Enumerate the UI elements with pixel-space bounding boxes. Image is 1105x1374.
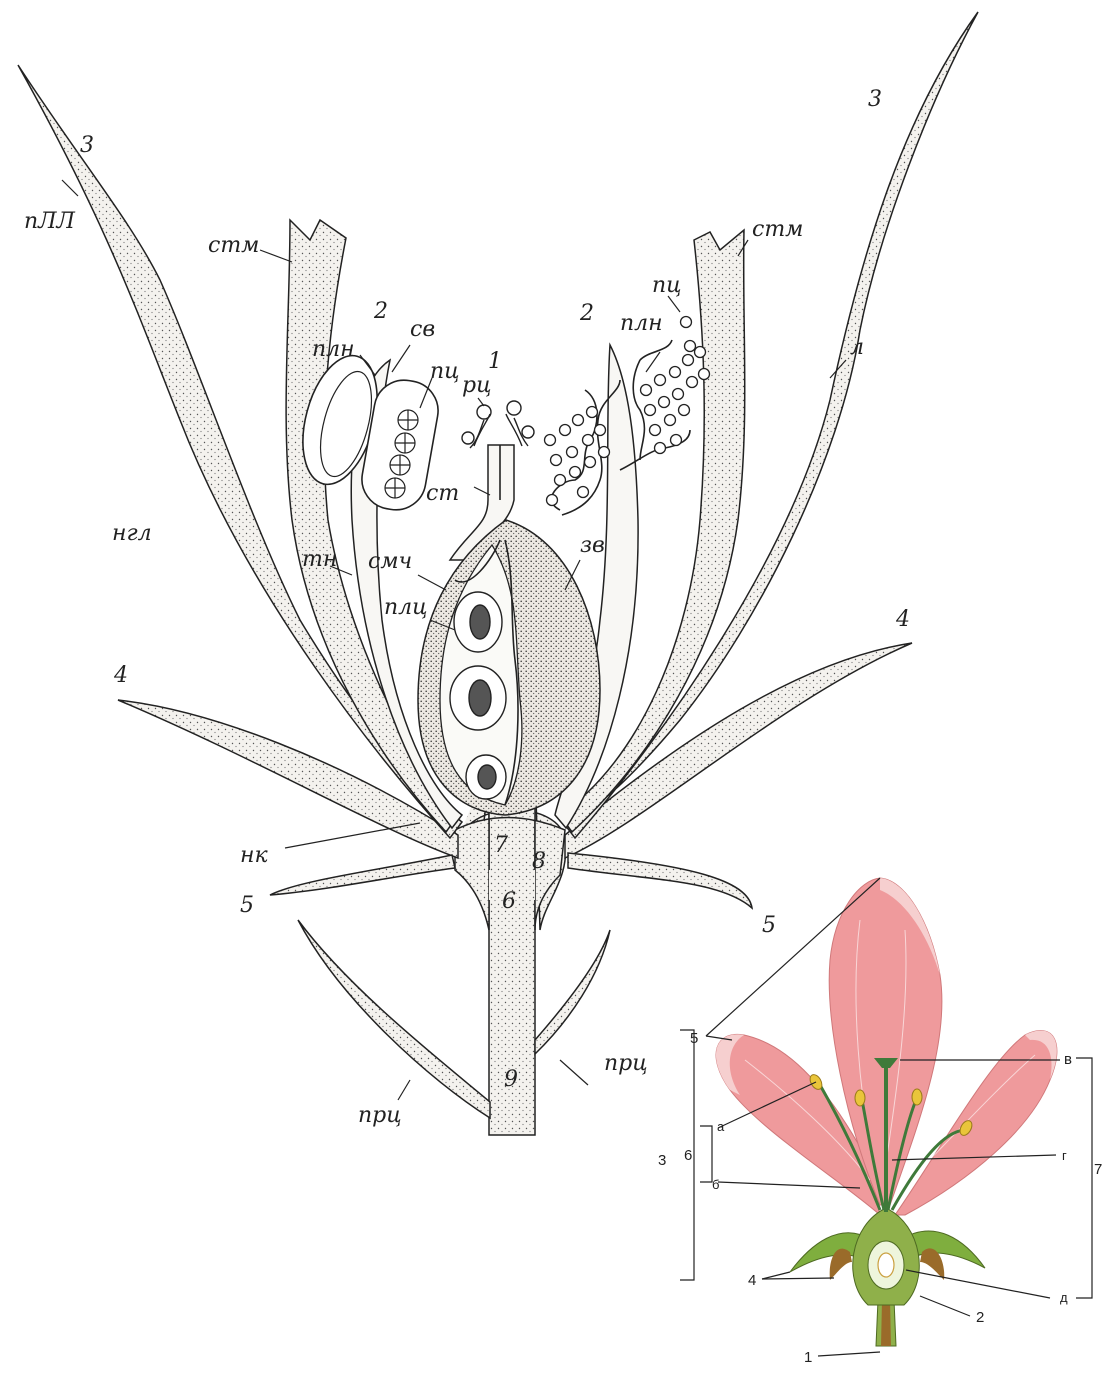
inset-label-v: в: [1064, 1051, 1072, 1068]
inset-label-d: д: [1060, 1290, 1068, 1305]
label-5-right: 5: [762, 913, 776, 938]
label-plc: плц: [384, 595, 428, 620]
label-3-right: 3: [868, 87, 882, 112]
label-stm-right: стм: [752, 217, 803, 242]
appendage-left: [270, 855, 455, 895]
label-nk: нк: [240, 843, 268, 868]
label-4-right: 4: [895, 607, 910, 632]
label-1: 1: [488, 349, 502, 374]
label-ngl: нгл: [112, 521, 152, 546]
label-pln-right: плн: [620, 311, 663, 336]
label-2-left: 2: [373, 299, 388, 324]
label-6: 6: [502, 889, 516, 914]
label-8: 8: [532, 849, 546, 874]
inset-label-4: 4: [748, 1272, 756, 1289]
inset-label-a: а: [717, 1119, 725, 1134]
label-2-right: 2: [579, 301, 594, 326]
label-smch: смч: [368, 549, 412, 574]
label-rc: рц: [462, 373, 491, 398]
inset-label-7: 7: [1094, 1161, 1102, 1178]
inset-label-b: б: [712, 1177, 719, 1192]
label-7: 7: [494, 833, 508, 858]
label-pln-left: плн: [312, 337, 355, 362]
inset-label-g: г: [1062, 1148, 1067, 1163]
stigma: [462, 401, 534, 448]
bract-right: [535, 930, 610, 1054]
label-stm-left: стм: [208, 233, 259, 258]
label-pc-left: пц: [430, 359, 460, 384]
label-prc-left: прц: [358, 1103, 402, 1128]
inset-label-3: 3: [658, 1152, 666, 1169]
label-3-left: 3: [80, 133, 94, 158]
label-sv: св: [410, 317, 435, 342]
label-l: л: [850, 335, 864, 360]
bract-left: [298, 920, 490, 1118]
inset-flower-diagram: 5 в а 6 3 г 7 б 4 д 2 1: [658, 878, 1102, 1366]
inset-label-1: 1: [804, 1349, 812, 1366]
label-prc-right: прц: [604, 1051, 648, 1076]
inset-label-6: 6: [684, 1147, 692, 1164]
inset-label-5: 5: [690, 1030, 698, 1047]
label-5-left: 5: [240, 893, 254, 918]
label-4-left: 4: [113, 663, 128, 688]
label-tn: тн: [302, 547, 337, 572]
inset-label-2: 2: [976, 1309, 984, 1326]
appendage-right: [568, 853, 752, 908]
label-st: ст: [426, 481, 459, 506]
label-zv: зв: [580, 533, 605, 558]
label-pll: пЛЛ: [24, 209, 76, 234]
label-pc-right: пц: [652, 273, 682, 298]
label-9: 9: [504, 1067, 518, 1092]
